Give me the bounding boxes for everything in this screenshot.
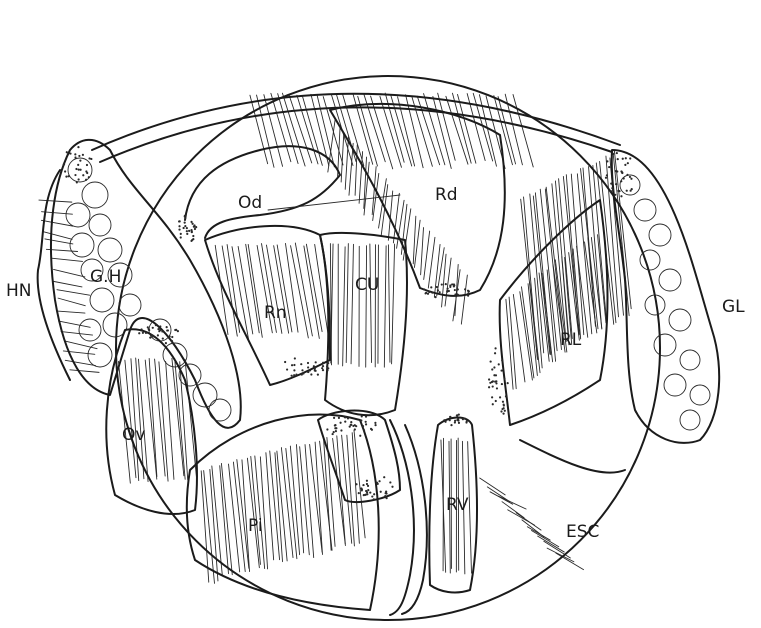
label-rd: Rd bbox=[435, 185, 458, 205]
gland-left-cluster bbox=[51, 140, 241, 428]
label-rl: RL bbox=[560, 330, 582, 350]
label-ov: Ov bbox=[122, 425, 145, 445]
esc-boundary bbox=[520, 440, 625, 473]
label-rv: RV bbox=[446, 495, 469, 515]
label-pi: Pi bbox=[248, 516, 263, 536]
leader-line-od bbox=[268, 195, 400, 210]
label-rn: Rn bbox=[264, 303, 287, 323]
label-gl: GL bbox=[722, 297, 745, 317]
label-esc: ESC bbox=[566, 522, 599, 542]
label-od: Od bbox=[238, 193, 262, 213]
gland-right-cluster bbox=[612, 150, 719, 443]
label-hn: HN bbox=[6, 281, 32, 301]
label-gh: G.H bbox=[90, 267, 121, 287]
label-cu: CU bbox=[355, 275, 379, 295]
